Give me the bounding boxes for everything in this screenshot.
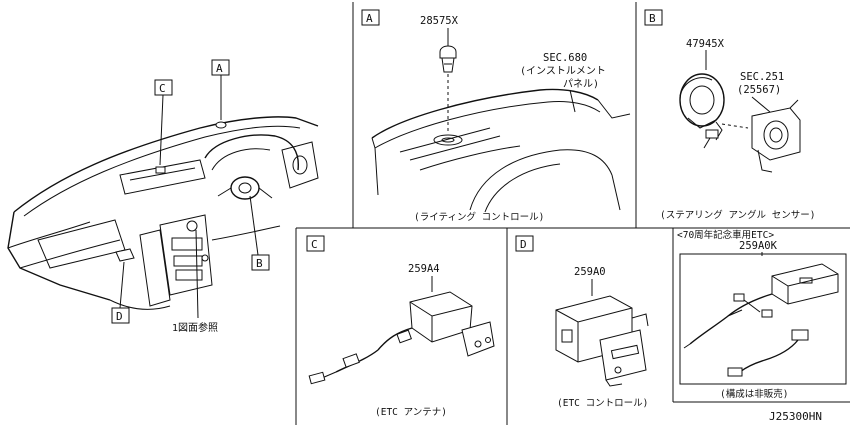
panel-b-caption: (ステアリング アングル センサー) bbox=[660, 209, 816, 221]
panel-b-letter: B bbox=[649, 12, 656, 25]
panel-d-drawing bbox=[555, 279, 649, 387]
panel-etc-title: <70周年記念車用ETC> bbox=[677, 229, 774, 241]
panel-etc-caption: (構成は非販売) bbox=[720, 388, 788, 400]
dashboard-overview bbox=[7, 59, 319, 324]
panel-b-sec-ref: SEC.251 bbox=[740, 71, 784, 83]
callout-a-label: A bbox=[216, 62, 223, 75]
panel-etc-frame bbox=[679, 253, 847, 385]
panel-a-drawing bbox=[371, 28, 631, 213]
panel-c-drawing bbox=[308, 276, 495, 385]
panel-c-part-number: 259A4 bbox=[408, 263, 440, 275]
panel-d-letter: D bbox=[520, 238, 527, 251]
panel-a-sec-ref: SEC.680 bbox=[543, 52, 587, 64]
panel-d-letter-box bbox=[515, 235, 534, 252]
panel-c-letter: C bbox=[311, 238, 318, 251]
panel-c-caption: (ETC アンテナ) bbox=[375, 407, 447, 418]
panel-b-drawing bbox=[679, 50, 801, 173]
panel-etc-drawing bbox=[683, 252, 839, 377]
panel-a-caption: (ライティング コントロール) bbox=[414, 211, 544, 223]
panel-etc-part-number: 259A0K bbox=[739, 240, 778, 252]
drawing-code: J25300HN bbox=[769, 410, 822, 423]
panel-b-letter-box bbox=[644, 9, 663, 26]
panel-a-letter: A bbox=[366, 12, 373, 25]
reference-note: 1図面参照 bbox=[172, 321, 218, 334]
callout-c-label: C bbox=[159, 82, 166, 95]
panel-frames bbox=[295, 2, 850, 425]
callout-b-label: B bbox=[256, 257, 263, 270]
panel-d-caption: (ETC コントロール) bbox=[557, 398, 648, 409]
panel-a-letter-box bbox=[361, 9, 380, 26]
panel-c-letter-box bbox=[306, 235, 325, 252]
panel-a-sec-name: (インストルメント bbox=[520, 66, 606, 77]
panel-b-sec-sub: (25567) bbox=[737, 84, 781, 96]
panel-b-part-number: 47945X bbox=[686, 38, 725, 50]
panel-d-part-number: 259A0 bbox=[574, 266, 606, 278]
callout-d-label: D bbox=[116, 310, 123, 323]
panel-a-sec-name2: パネル) bbox=[563, 78, 599, 90]
panel-a-part-number: 28575X bbox=[420, 15, 459, 27]
